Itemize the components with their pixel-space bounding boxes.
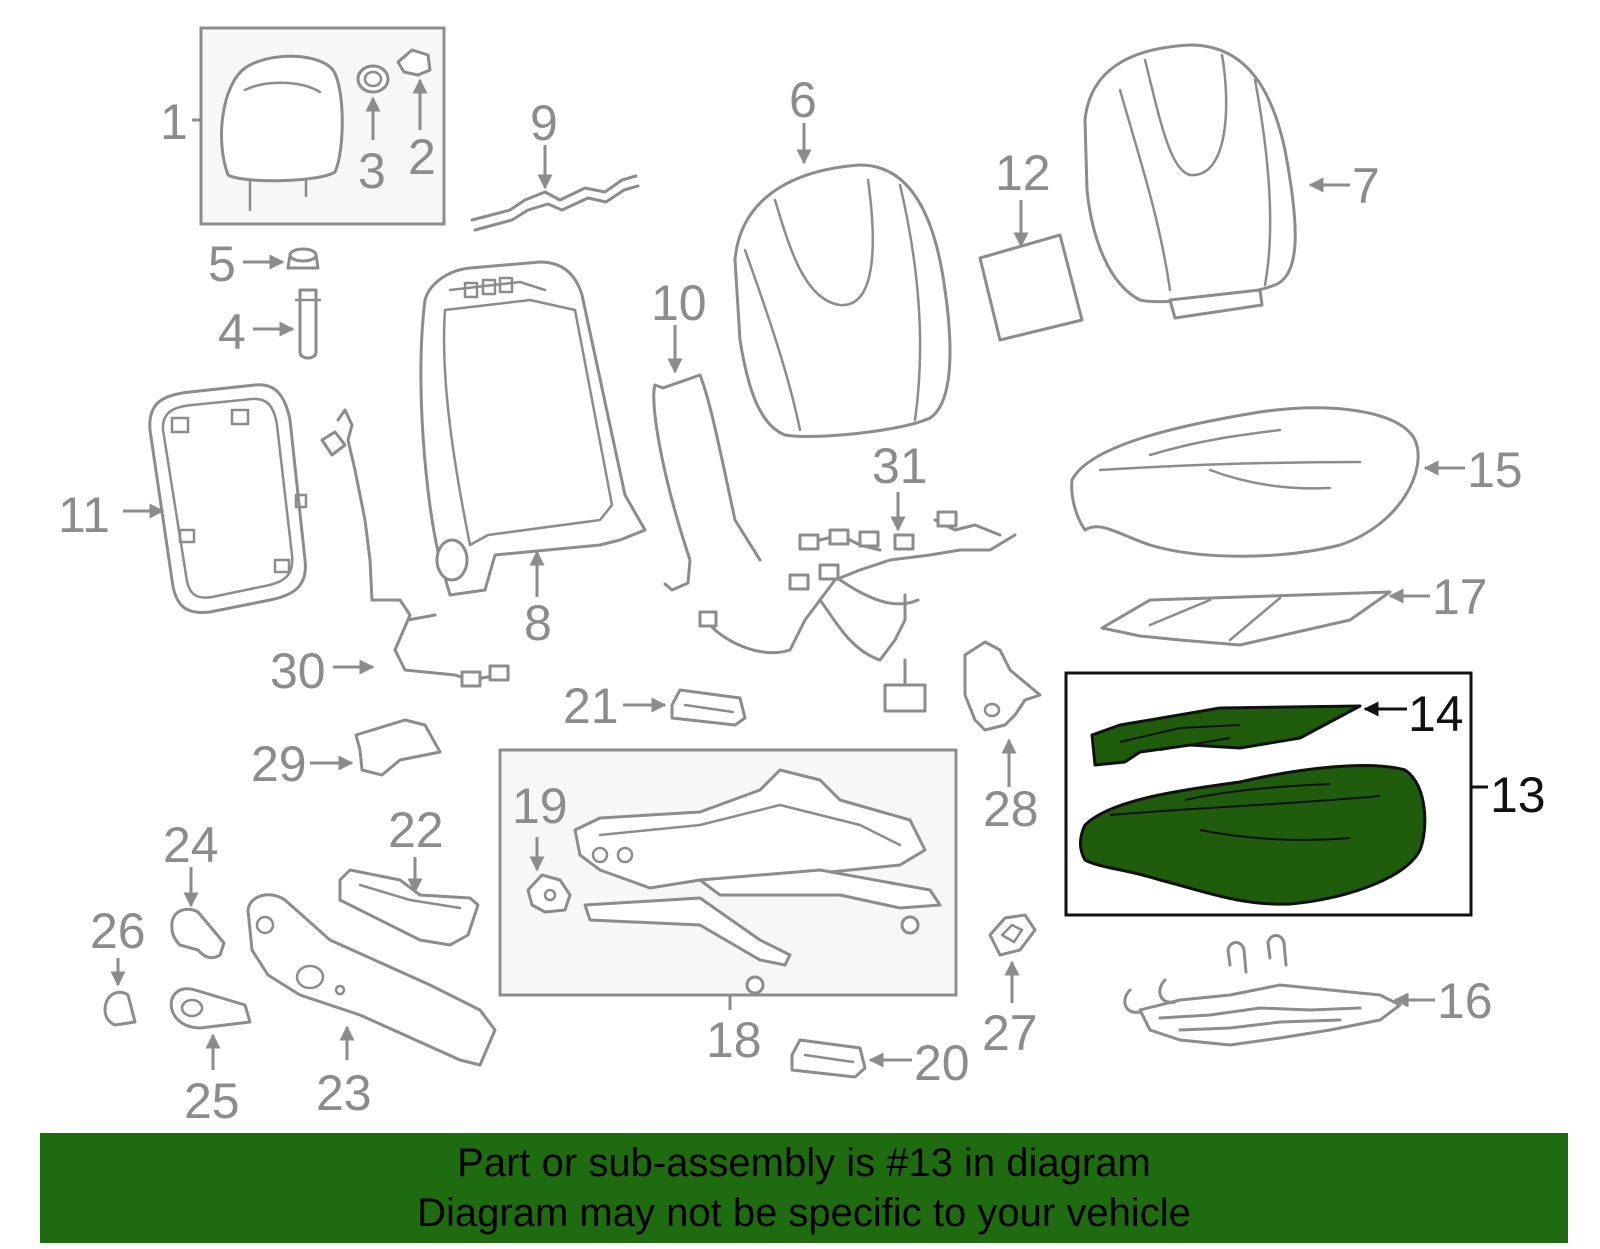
- part-24-knob: [170, 867, 226, 960]
- callout-20: 20: [914, 1035, 970, 1091]
- callout-14: 14: [1408, 686, 1464, 742]
- callout-18: 18: [706, 1012, 762, 1068]
- part-17-heater: [1100, 588, 1430, 647]
- callout-3: 3: [358, 143, 386, 199]
- part-23-side-shield: [246, 893, 497, 1067]
- callout-15: 15: [1467, 442, 1523, 498]
- callout-30: 30: [270, 643, 326, 699]
- callout-11: 11: [58, 487, 110, 543]
- part-29-bracket: [310, 718, 442, 777]
- part-7-seatback-trim: [1083, 43, 1350, 320]
- callout-25: 25: [184, 1073, 240, 1129]
- part-21-cover: [623, 688, 747, 727]
- callout-5: 5: [208, 236, 236, 292]
- callout-19: 19: [512, 778, 568, 834]
- part-27-clip: [988, 913, 1037, 1003]
- callout-12: 12: [995, 145, 1051, 201]
- part-5-bushing: [243, 247, 320, 270]
- callout-29: 29: [251, 736, 307, 792]
- part-25-handle: [169, 987, 252, 1070]
- part-6-seatback-cover: [733, 123, 952, 438]
- part-31-harness: [698, 492, 1017, 713]
- part-16-spring: [1123, 934, 1435, 1047]
- part-13-cushion-assembly: [1064, 671, 1488, 917]
- banner-line-2: Diagram may not be specific to your vehi…: [417, 1191, 1191, 1235]
- part-28-bracket: [963, 640, 1042, 787]
- part-11-back-panel: [123, 383, 308, 615]
- part-3-guide: [356, 64, 390, 140]
- part-20-cover: [790, 1038, 912, 1079]
- callout-13: 13: [1490, 767, 1546, 823]
- callout-17: 17: [1432, 569, 1488, 625]
- part-2-guide: [396, 48, 432, 130]
- part-26-cap: [103, 958, 137, 1027]
- part-4-latch: [253, 288, 322, 360]
- part-9-wire: [470, 145, 640, 232]
- part-30-harness: [320, 408, 510, 688]
- callout-8: 8: [524, 595, 552, 651]
- part-14-pad: [1090, 704, 1362, 767]
- callout-6: 6: [789, 72, 817, 128]
- part-22-trim: [338, 857, 480, 947]
- part-19-bracket: [526, 837, 572, 914]
- callout-2: 2: [408, 129, 436, 185]
- callout-4: 4: [218, 304, 246, 360]
- callout-31: 31: [872, 438, 928, 494]
- callout-7: 7: [1352, 158, 1380, 214]
- callout-16: 16: [1437, 973, 1493, 1029]
- part-8-seatback-frame: [419, 260, 647, 597]
- callout-27: 27: [982, 1005, 1038, 1061]
- callout-23: 23: [316, 1065, 372, 1121]
- callout-10: 10: [651, 275, 707, 331]
- callout-21: 21: [563, 678, 619, 734]
- part-10-rod: [652, 325, 762, 592]
- callout-9: 9: [530, 95, 558, 151]
- callout-28: 28: [983, 781, 1039, 837]
- part-12-pad: [978, 200, 1084, 342]
- banner-line-1: Part or sub-assembly is #13 in diagram: [457, 1141, 1151, 1185]
- callout-24: 24: [163, 817, 219, 873]
- callout-1: 1: [160, 94, 188, 150]
- callout-22: 22: [388, 802, 444, 858]
- info-banner: Part or sub-assembly is #13 in diagram D…: [40, 1133, 1568, 1243]
- callout-26: 26: [90, 903, 146, 959]
- part-18-seat-track: [498, 748, 958, 1010]
- part-15-cushion-trim: [1070, 406, 1465, 558]
